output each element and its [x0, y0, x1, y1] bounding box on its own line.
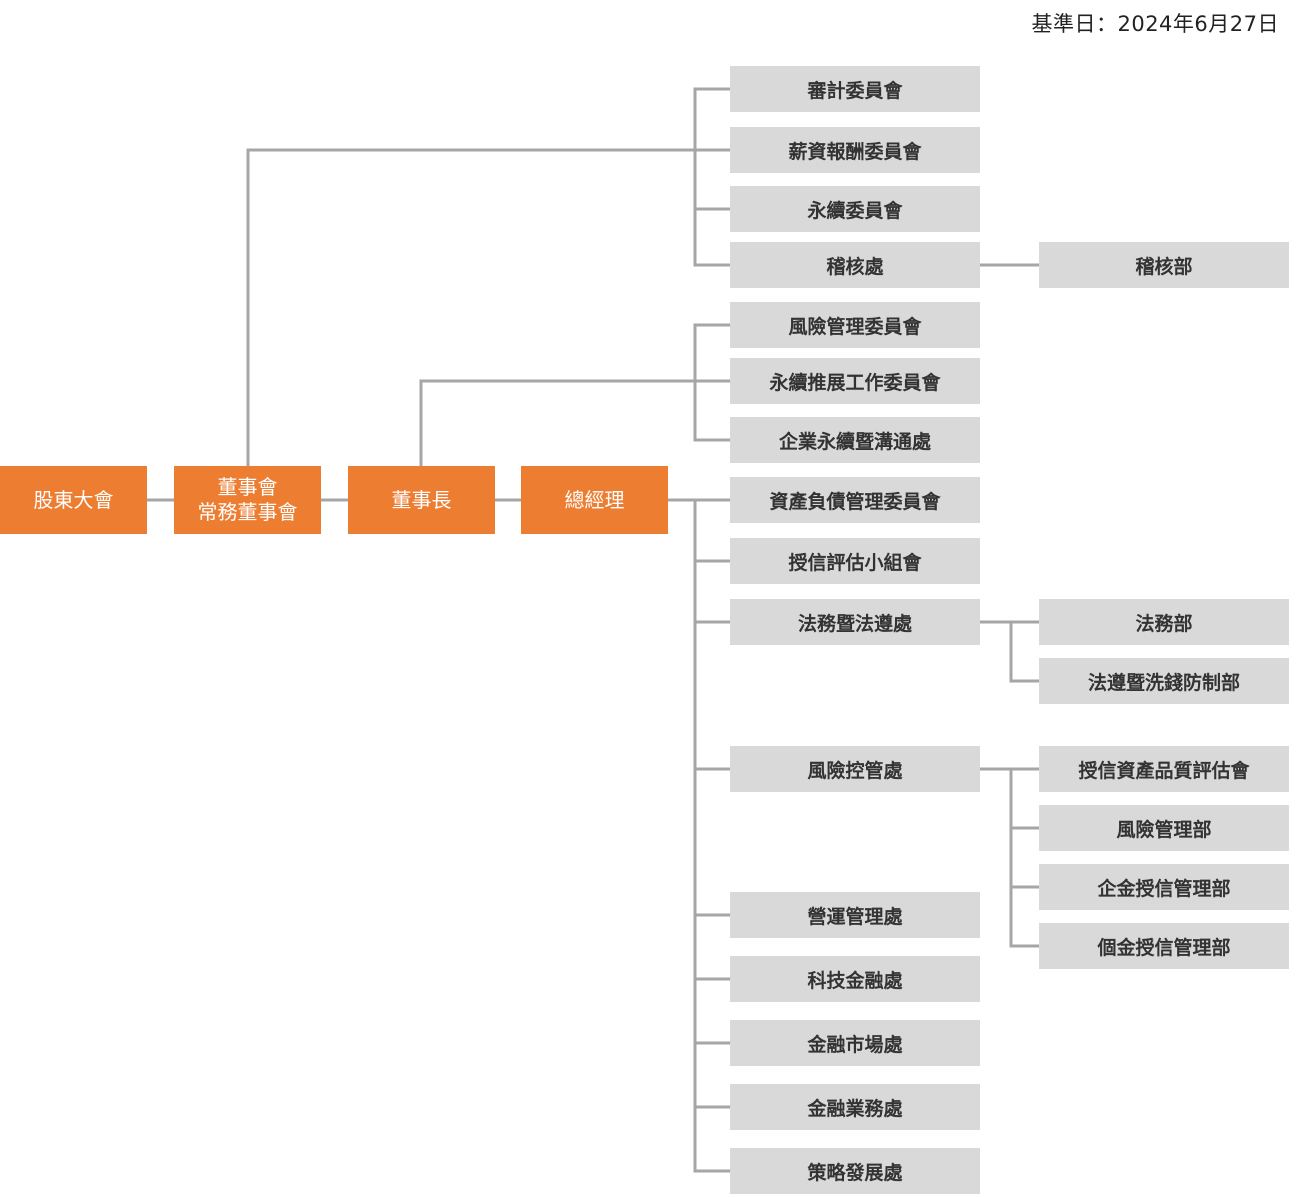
shareholders-label: 股東大會: [33, 487, 114, 512]
sustainability-promotion-committee-box: 永續推展工作委員會: [730, 358, 980, 404]
fintech-office-box: 科技金融處: [730, 956, 980, 1002]
board-of-directors-box: 董事會 常務董事會: [174, 466, 321, 534]
shareholders-meeting-box: 股東大會: [0, 466, 147, 534]
risk-management-dept-box: 風險管理部: [1039, 805, 1289, 851]
legal-dept-box: 法務部: [1039, 599, 1289, 645]
managing-board-label: 常務董事會: [197, 500, 298, 524]
risk-control-office-box: 風險控管處: [730, 746, 980, 792]
chairman-box: 董事長: [348, 466, 495, 534]
sustainability-committee-box: 永續委員會: [730, 186, 980, 232]
legal-compliance-office-box: 法務暨法遵處: [730, 599, 980, 645]
alm-committee-box: 資產負債管理委員會: [730, 477, 980, 523]
financial-business-office-box: 金融業務處: [730, 1084, 980, 1130]
credit-evaluation-group-box: 授信評估小組會: [730, 538, 980, 584]
president-box: 總經理: [521, 466, 668, 534]
compliance-aml-dept-box: 法遵暨洗錢防制部: [1039, 658, 1289, 704]
operations-office-box: 營運管理處: [730, 892, 980, 938]
corporate-credit-dept-box: 企金授信管理部: [1039, 864, 1289, 910]
auditing-dept-box: 稽核部: [1039, 242, 1289, 288]
base-date: 基準日：2024年6月27日: [1031, 12, 1279, 36]
remuneration-committee-box: 薪資報酬委員會: [730, 127, 980, 173]
financial-markets-office-box: 金融市場處: [730, 1020, 980, 1066]
risk-committee-box: 風險管理委員會: [730, 302, 980, 348]
chairman-label: 董事長: [391, 487, 452, 512]
corporate-sustainability-office-box: 企業永續暨溝通處: [730, 417, 980, 463]
board-label: 董事會: [217, 475, 278, 499]
credit-asset-quality-committee-box: 授信資產品質評估會: [1039, 746, 1289, 792]
audit-committee-box: 審計委員會: [730, 66, 980, 112]
president-label: 總經理: [564, 487, 625, 512]
strategy-office-box: 策略發展處: [730, 1148, 980, 1194]
consumer-credit-dept-box: 個金授信管理部: [1039, 923, 1289, 969]
auditing-office-box: 稽核處: [730, 242, 980, 288]
